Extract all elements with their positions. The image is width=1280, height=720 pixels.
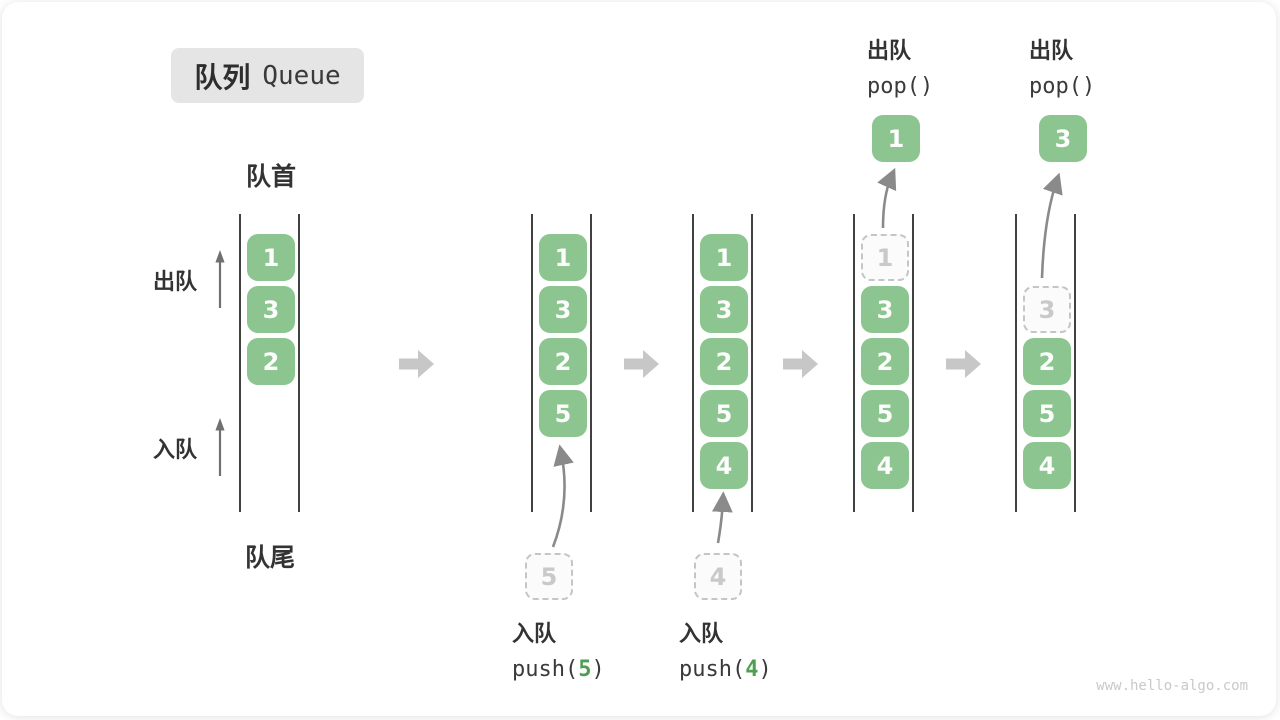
- watermark: www.hello-algo.com: [1096, 678, 1248, 694]
- queue-cell: 1: [700, 234, 748, 281]
- queue-cell: 3: [539, 286, 587, 333]
- queue-cell: 3: [861, 286, 909, 333]
- popped-cell: 3: [1039, 115, 1087, 162]
- queue-3-tube: [692, 214, 753, 512]
- flow-arrow-icon: [783, 350, 818, 378]
- pop-arrow-icon: [1040, 172, 1063, 279]
- flow-arrow-icon: [399, 350, 434, 378]
- queue-cell: 2: [861, 338, 909, 385]
- pop2-code: pop(): [1029, 74, 1096, 99]
- queue-cell-popped-ghost: 3: [1023, 286, 1071, 333]
- popped-cell: 1: [872, 115, 920, 162]
- queue-cell: 3: [247, 286, 295, 333]
- queue-cell: 3: [700, 286, 748, 333]
- queue-cell: 5: [539, 390, 587, 437]
- label-enqueue-side: 入队: [153, 437, 198, 462]
- queue-cell: 2: [1023, 338, 1071, 385]
- push5-label-zh: 入队: [512, 621, 557, 646]
- push4-arg: 4: [745, 657, 759, 682]
- queue-cell: 5: [861, 390, 909, 437]
- pop1-label-zh: 出队: [867, 38, 912, 63]
- push5-arg: 5: [578, 657, 592, 682]
- queue-cell: 5: [700, 390, 748, 437]
- staged-cell: 5: [525, 553, 573, 600]
- queue-cell: 4: [1023, 442, 1071, 489]
- pop2-operation-label: 出队 pop(): [1029, 33, 1095, 99]
- enqueue-arrow-icon: [711, 491, 733, 544]
- queue-cell: 5: [1023, 390, 1071, 437]
- label-queue-front: 队首: [246, 163, 297, 191]
- flow-arrow-icon: [946, 350, 981, 378]
- queue-1-tube: [239, 214, 300, 512]
- queue-cell: 2: [247, 338, 295, 385]
- push4-operation-label: 入队 push(4): [679, 616, 772, 682]
- dequeue-direction-arrow-icon: [215, 250, 225, 308]
- staged-cell: 4: [694, 553, 742, 600]
- pop2-label-zh: 出队: [1029, 38, 1074, 63]
- push5-operation-label: 入队 push(5): [512, 616, 605, 682]
- queue-cell: 2: [539, 338, 587, 385]
- enqueue-arrow-icon: [551, 444, 574, 548]
- push4-label-zh: 入队: [679, 621, 724, 646]
- pop1-operation-label: 出队 pop(): [867, 33, 933, 99]
- flow-arrow-icon: [624, 350, 659, 378]
- queue-cell: 1: [539, 234, 587, 281]
- queue-cell-popped-ghost: 1: [861, 234, 909, 281]
- push5-code: push(5): [512, 657, 605, 682]
- label-queue-rear: 队尾: [245, 544, 296, 572]
- title-zh: 队列: [194, 61, 251, 93]
- title-badge: 队列 Queue: [171, 48, 364, 103]
- queue-cell: 4: [700, 442, 748, 489]
- pop1-code: pop(): [867, 74, 934, 99]
- pop-arrow-icon: [877, 167, 897, 229]
- queue-cell: 2: [700, 338, 748, 385]
- enqueue-direction-arrow-icon: [215, 418, 225, 476]
- queue-2-tube: [531, 214, 592, 512]
- queue-4-tube: [853, 214, 914, 512]
- push4-code: push(4): [679, 657, 772, 682]
- queue-5-tube: [1015, 214, 1076, 512]
- label-dequeue-side: 出队: [153, 269, 198, 294]
- queue-cell: 4: [861, 442, 909, 489]
- queue-cell: 1: [247, 234, 295, 281]
- title-en: Queue: [262, 60, 341, 91]
